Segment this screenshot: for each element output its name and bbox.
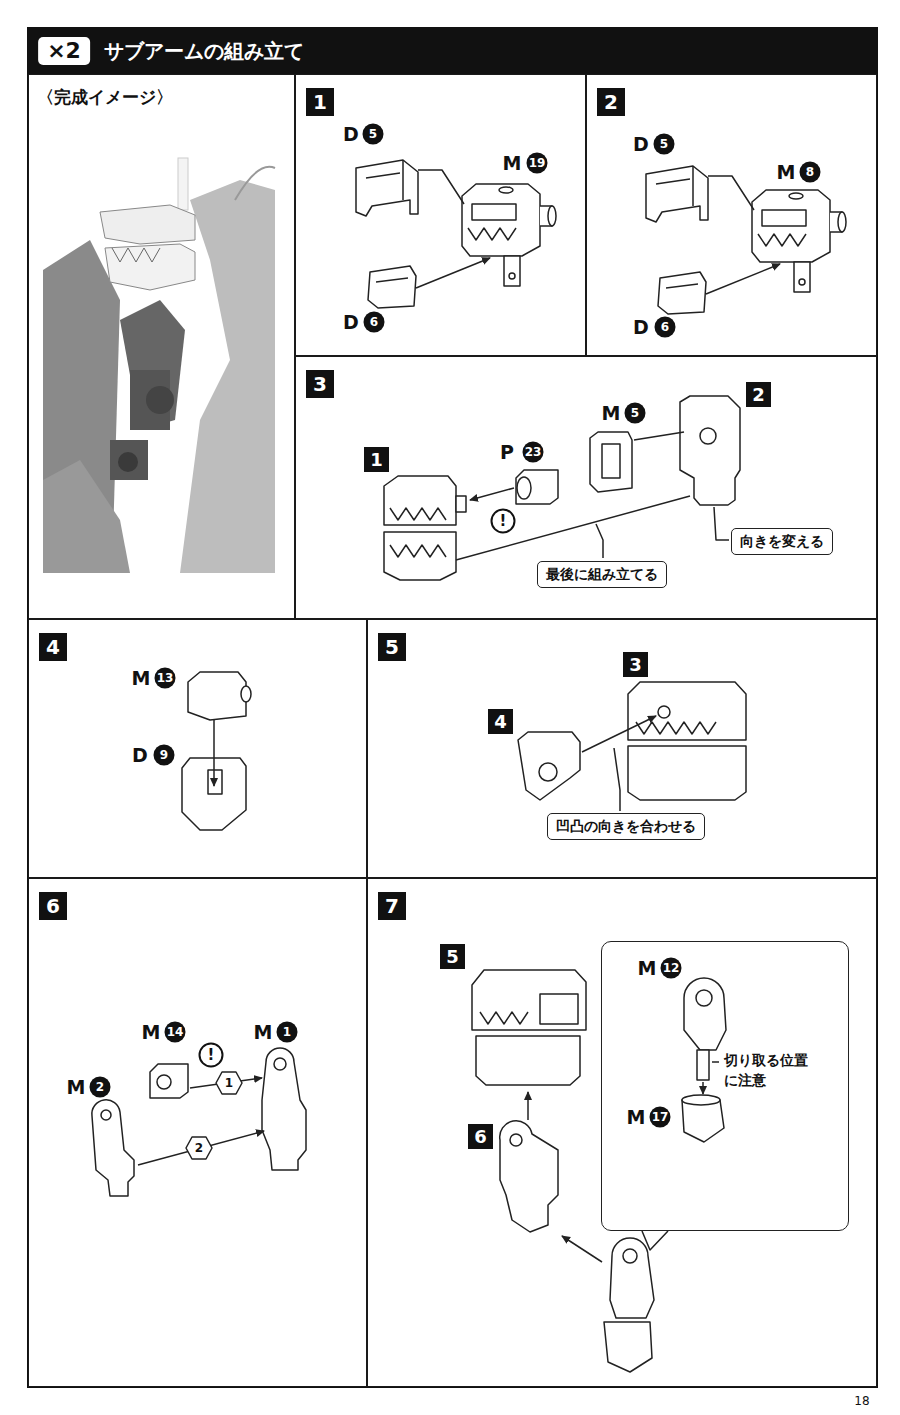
subassembly-badge: 2 <box>746 382 771 407</box>
part-number: 13 <box>155 668 176 689</box>
subassembly-number: 5 <box>446 946 459 967</box>
step-number: 4 <box>39 633 67 661</box>
subassembly-number: 1 <box>370 449 383 470</box>
note-text: 向きを変える <box>740 533 824 550</box>
part-letter: M <box>601 404 622 423</box>
note-box: 向きを変える <box>731 528 833 555</box>
part-number: 23 <box>523 442 544 463</box>
step-panel: 1 <box>295 74 586 356</box>
step-number: 6 <box>39 892 67 920</box>
subassembly-number: 6 <box>474 1126 487 1147</box>
page-title: サブアームの組み立て <box>104 39 304 63</box>
step-panel: 5 3 4 凹凸の向きを合わせる <box>367 619 877 878</box>
subassembly-number: 4 <box>494 711 507 732</box>
order-number: 1 <box>223 1076 235 1090</box>
note-text: 最後に組み立てる <box>546 566 658 583</box>
subassembly-badge: 1 <box>364 447 389 472</box>
caution-mark: ! <box>199 1043 224 1068</box>
part-number: 9 <box>154 745 175 766</box>
subassembly-number: 3 <box>629 654 642 675</box>
page-number: 18 <box>854 1395 869 1407</box>
subassembly-badge: 6 <box>468 1124 493 1149</box>
part-number: 19 <box>527 153 548 174</box>
note-text: 凹凸の向きを合わせる <box>556 818 696 835</box>
part-letter: P <box>499 443 515 462</box>
step-panel: 6 <box>28 878 367 1387</box>
step-panel: 7 5 6 切り取る位置に注意 <box>367 878 877 1387</box>
part-number: 2 <box>90 1077 111 1098</box>
step-number: 7 <box>378 892 406 920</box>
part-letter: M <box>502 154 523 173</box>
part-number: 5 <box>654 134 675 155</box>
part-number: 14 <box>165 1022 186 1043</box>
part-number: 6 <box>364 312 385 333</box>
part-letter: D <box>632 135 650 154</box>
part-number: 5 <box>625 403 646 424</box>
part-number: 6 <box>655 317 676 338</box>
subassembly-number: 2 <box>752 384 765 405</box>
part-number: 8 <box>800 162 821 183</box>
part-letter: M <box>776 163 797 182</box>
step-panel: 〈完成イメージ〉 <box>28 74 295 619</box>
part-number: 1 <box>277 1022 298 1043</box>
part-letter: D <box>632 318 650 337</box>
detail-box: 切り取る位置に注意 <box>601 941 849 1231</box>
part-letter: M <box>66 1078 87 1097</box>
panel-heading: 〈完成イメージ〉 <box>37 87 173 107</box>
note-box: 凹凸の向きを合わせる <box>547 813 705 840</box>
count-badge: ×2 <box>38 37 90 65</box>
step-number: 1 <box>306 88 334 116</box>
step-panel: 4 <box>28 619 367 878</box>
part-letter: D <box>342 313 360 332</box>
part-letter: M <box>131 669 152 688</box>
subassembly-badge: 5 <box>440 944 465 969</box>
subassembly-badge: 3 <box>623 652 648 677</box>
part-letter: M <box>141 1023 162 1042</box>
part-number: 17 <box>650 1107 671 1128</box>
step-number: 2 <box>597 88 625 116</box>
step-number: 5 <box>378 633 406 661</box>
part-letter: M <box>626 1108 647 1127</box>
part-number: 12 <box>661 958 682 979</box>
part-letter: D <box>342 125 360 144</box>
step-panel: 2 <box>586 74 877 356</box>
caution-mark: ! <box>491 509 516 534</box>
part-letter: M <box>637 959 658 978</box>
subassembly-badge: 4 <box>488 709 513 734</box>
step-number: 3 <box>306 370 334 398</box>
step-panel: 3 1 2 最後に組み立てる 向きを変える <box>295 356 877 619</box>
note-box: 最後に組み立てる <box>537 561 667 588</box>
part-letter: D <box>131 746 149 765</box>
part-letter: M <box>253 1023 274 1042</box>
note-text: 切り取る位置に注意 <box>724 1050 808 1091</box>
order-number: 2 <box>193 1141 205 1155</box>
part-number: 5 <box>363 124 384 145</box>
